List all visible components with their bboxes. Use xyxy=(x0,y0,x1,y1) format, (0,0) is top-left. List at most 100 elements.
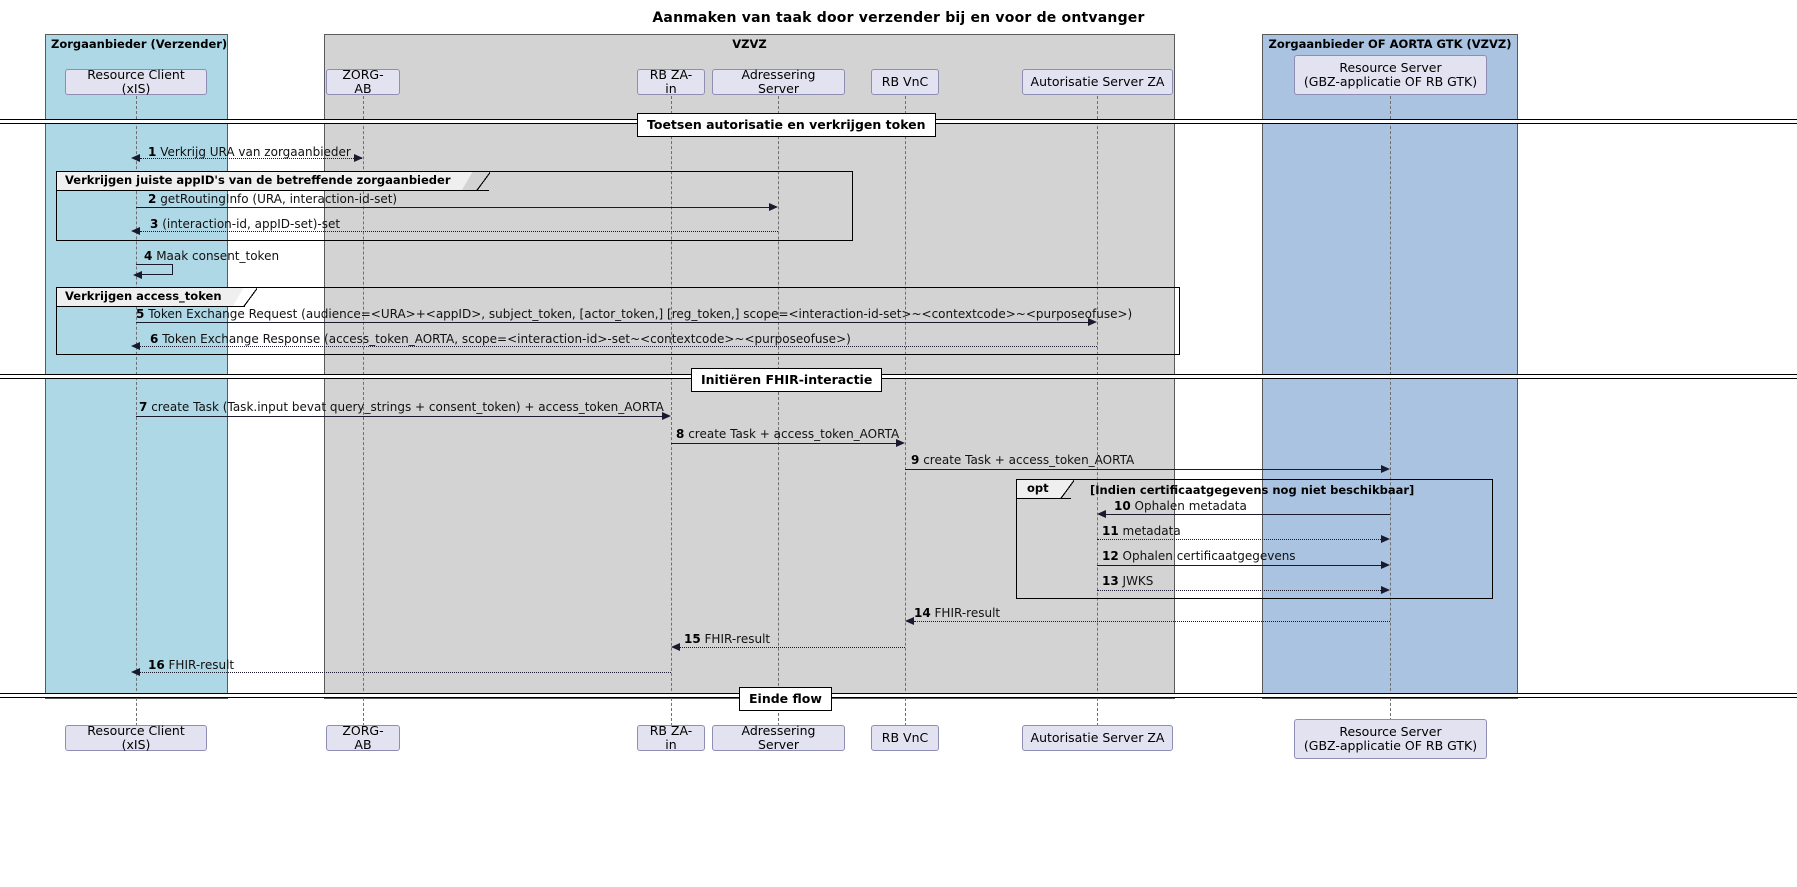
message-1-line xyxy=(140,158,362,159)
message-5-text: Token Exchange Request (audience=<URA>+<… xyxy=(148,307,1133,321)
lifeline-autza xyxy=(1097,96,1098,726)
frame-access-token-tab-slant xyxy=(243,288,257,307)
message-10-text: Ophalen metadata xyxy=(1134,499,1247,513)
message-13-text: JWKS xyxy=(1122,574,1154,588)
participant-label: RB ZA-in xyxy=(649,722,693,752)
participant-label: RB VnC xyxy=(881,729,929,745)
frame-opt-tab-slant xyxy=(1060,480,1074,499)
message-6-line xyxy=(140,346,1097,347)
message-1-arrowhead-left xyxy=(131,154,140,162)
lifeline-rbzain xyxy=(671,96,672,726)
message-3-seq: 3 xyxy=(150,217,159,231)
message-11-label: 11 metadata xyxy=(1102,525,1181,537)
message-8-label: 8 create Task + access_token_AORTA xyxy=(676,428,899,440)
frame-opt-tab-border xyxy=(1017,498,1071,499)
participant-rs-bottom[interactable]: Resource Server (GBZ-applicatie OF RB GT… xyxy=(1294,719,1487,759)
group-label-verzender: Zorgaanbieder (Verzender) xyxy=(51,37,228,51)
separator-bar-fhir xyxy=(0,374,1797,379)
message-11-line xyxy=(1097,539,1381,540)
message-15-line xyxy=(680,647,905,648)
lifeline-rs xyxy=(1390,96,1391,726)
participant-autza-bottom[interactable]: Autorisatie Server ZA xyxy=(1022,725,1173,751)
frame-verkrijgen-appid xyxy=(56,171,853,241)
message-14-line xyxy=(914,621,1390,622)
message-9-line xyxy=(905,469,1381,470)
participant-label: Adressering Server xyxy=(741,722,816,752)
message-16-label: 16 FHIR-result xyxy=(148,659,234,671)
frame-verkrijgen-appid-tab: Verkrijgen juiste appID's van de betreff… xyxy=(57,172,473,191)
frame-opt-condition: [Indien certificaatgegevens nog niet bes… xyxy=(1090,483,1415,497)
participant-label: Resource Client (xIS) xyxy=(87,66,185,96)
message-3-line xyxy=(140,231,778,232)
message-1-text: Verkrijg URA van zorgaanbieder xyxy=(160,145,351,159)
participant-rbzain-top[interactable]: RB ZA-in xyxy=(637,66,705,96)
message-15-text: FHIR-result xyxy=(704,632,771,646)
lifeline-rbvnc xyxy=(905,96,906,726)
message-10-line xyxy=(1106,514,1390,515)
message-2-arrowhead xyxy=(769,203,778,211)
frame-verkrijgen-access-token-tab: Verkrijgen access_token xyxy=(57,288,244,307)
participant-xis-bottom[interactable]: Resource Client (xIS) xyxy=(65,722,207,752)
message-8-text: create Task + access_token_AORTA xyxy=(688,427,900,441)
participant-adres-bottom[interactable]: Adressering Server xyxy=(712,722,845,752)
message-6-arrowhead xyxy=(131,342,140,350)
message-2-line xyxy=(136,207,770,208)
participant-rbvnc-top[interactable]: RB VnC xyxy=(871,69,939,95)
lifeline-zorgab xyxy=(363,96,364,726)
participant-xis-top[interactable]: Resource Client (xIS) xyxy=(65,66,207,96)
participant-rs-top[interactable]: Resource Server (GBZ-applicatie OF RB GT… xyxy=(1294,55,1487,95)
message-15-arrowhead xyxy=(671,643,680,651)
message-4-arrowhead xyxy=(133,271,142,279)
group-label-vzvz: VZVZ xyxy=(732,37,767,51)
message-10-arrowhead xyxy=(1097,510,1106,518)
message-6-seq: 6 xyxy=(150,332,159,346)
message-2-seq: 2 xyxy=(148,192,157,206)
participant-zorgab-top[interactable]: ZORG-AB xyxy=(326,67,400,96)
frame-verkrijgen-access-token xyxy=(56,287,1180,355)
message-15-label: 15 FHIR-result xyxy=(684,633,770,645)
message-2-text: getRoutingInfo (URA, interaction-id-set) xyxy=(160,192,398,206)
participant-label: Resource Server (GBZ-applicatie OF RB GT… xyxy=(1303,59,1478,89)
message-7-label: 7 create Task (Task.input bevat query_st… xyxy=(139,401,664,413)
message-14-arrowhead xyxy=(905,617,914,625)
message-12-label: 12 Ophalen certificaatgegevens xyxy=(1102,550,1296,562)
message-12-arrowhead xyxy=(1381,561,1390,569)
participant-rbzain-bottom[interactable]: RB ZA-in xyxy=(637,722,705,752)
page-title: Aanmaken van taak door verzender bij en … xyxy=(652,10,1145,26)
message-1-label: 1 Verkrijg URA van zorgaanbieder xyxy=(148,146,351,158)
message-3-text: (interaction-id, appID-set)-set xyxy=(162,217,341,231)
message-16-seq: 16 xyxy=(148,658,165,672)
message-13-arrowhead xyxy=(1381,586,1390,594)
message-4-label: 4 Maak consent_token xyxy=(144,250,279,262)
participant-label: RB VnC xyxy=(881,73,929,89)
message-4-text: Maak consent_token xyxy=(156,249,280,263)
message-5-seq: 5 xyxy=(136,307,145,321)
message-7-text: create Task (Task.input bevat query_stri… xyxy=(151,400,664,414)
message-8-seq: 8 xyxy=(676,427,685,441)
message-9-text: create Task + access_token_AORTA xyxy=(923,453,1135,467)
participant-autza-top[interactable]: Autorisatie Server ZA xyxy=(1022,69,1173,95)
message-10-label: 10 Ophalen metadata xyxy=(1114,500,1247,512)
participant-rbvnc-bottom[interactable]: RB VnC xyxy=(871,725,939,751)
participant-zorgab-bottom[interactable]: ZORG-AB xyxy=(326,723,400,752)
message-7-arrowhead xyxy=(662,412,671,420)
message-10-seq: 10 xyxy=(1114,499,1131,513)
participant-label: Resource Client (xIS) xyxy=(87,722,185,752)
message-6-text: Token Exchange Response (access_token_AO… xyxy=(162,332,851,346)
participant-label: RB ZA-in xyxy=(649,66,693,96)
participant-adres-top[interactable]: Adressering Server xyxy=(712,66,845,96)
participant-label: Resource Server (GBZ-applicatie OF RB GT… xyxy=(1303,723,1478,753)
message-9-seq: 9 xyxy=(911,453,920,467)
message-12-text: Ophalen certificaatgegevens xyxy=(1122,549,1296,563)
lifeline-adres xyxy=(778,96,779,726)
participant-label: Adressering Server xyxy=(741,66,816,96)
message-16-arrowhead xyxy=(131,668,140,676)
group-label-ontvanger: Zorgaanbieder OF AORTA GTK (VZVZ) xyxy=(1268,37,1512,51)
message-8-arrowhead xyxy=(896,439,905,447)
message-7-seq: 7 xyxy=(139,400,148,414)
message-7-line xyxy=(136,416,662,417)
group-box-vzvz: VZVZ xyxy=(324,34,1175,699)
separator-bar-end xyxy=(0,693,1797,698)
participant-label: Autorisatie Server ZA xyxy=(1030,73,1165,89)
message-11-text: metadata xyxy=(1122,524,1181,538)
